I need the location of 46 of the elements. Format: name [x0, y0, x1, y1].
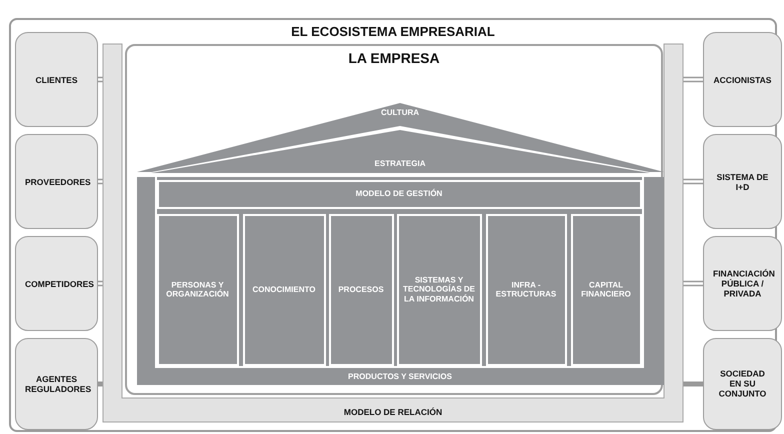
label: INFRA - ESTRUCTURAS — [494, 280, 558, 300]
label: ESTRATEGIA — [374, 158, 426, 168]
company-panel — [125, 44, 663, 395]
label: ACCIONISTAS — [712, 74, 772, 85]
house-body — [136, 176, 664, 384]
pillar — [486, 214, 566, 366]
stakeholder-box — [15, 236, 98, 331]
label: SISTEMA DE I+D — [716, 171, 770, 192]
stakeholder-box — [703, 32, 782, 127]
stakeholder-box — [703, 338, 782, 430]
heading: EL ECOSISTEMA EMPRESARIAL — [290, 24, 496, 40]
label: SOCIEDAD EN SU CONJUNTO — [718, 368, 768, 400]
connector — [98, 382, 103, 386]
connector — [683, 382, 703, 386]
connector — [682, 280, 704, 286]
heading: LA EMPRESA — [347, 50, 441, 67]
connector — [97, 280, 104, 286]
connector — [97, 76, 104, 82]
pillar — [570, 214, 642, 366]
pillar — [156, 214, 238, 366]
connector — [682, 76, 704, 82]
stakeholder-box — [15, 134, 98, 229]
label: FINANCIACIÓN PÚBLICA / PRIVADA — [712, 268, 776, 299]
label: PERSONAS Y ORGANIZACIÓN — [165, 280, 230, 300]
label: PROVEEDORES — [24, 176, 92, 187]
label: CAPITAL FINANCIERO — [580, 280, 632, 300]
stakeholder-box — [15, 32, 98, 127]
label: PRODUCTOS Y SERVICIOS — [347, 372, 453, 382]
pillar — [396, 214, 482, 366]
label: CLIENTES — [34, 74, 79, 85]
label: MODELO DE GESTIÓN — [354, 189, 444, 199]
stakeholder-box — [703, 236, 782, 331]
management-bar — [156, 180, 642, 208]
label: AGENTES REGULADORES — [24, 374, 92, 394]
label: MODELO DE RELACIÓN — [342, 406, 444, 417]
label: PROCESOS — [337, 284, 385, 294]
label: SISTEMAS Y TECNOLOGÍAS DE LA INFORMACIÓN — [402, 275, 476, 304]
label: CONOCIMIENTO — [252, 284, 316, 294]
label: CULTURA — [380, 108, 420, 118]
stakeholder-box — [15, 338, 98, 430]
connector — [682, 178, 704, 184]
pillar — [328, 214, 394, 366]
label: COMPETIDORES — [24, 278, 95, 289]
stakeholder-box — [703, 134, 782, 229]
connector — [97, 178, 104, 184]
pillar — [242, 214, 326, 366]
